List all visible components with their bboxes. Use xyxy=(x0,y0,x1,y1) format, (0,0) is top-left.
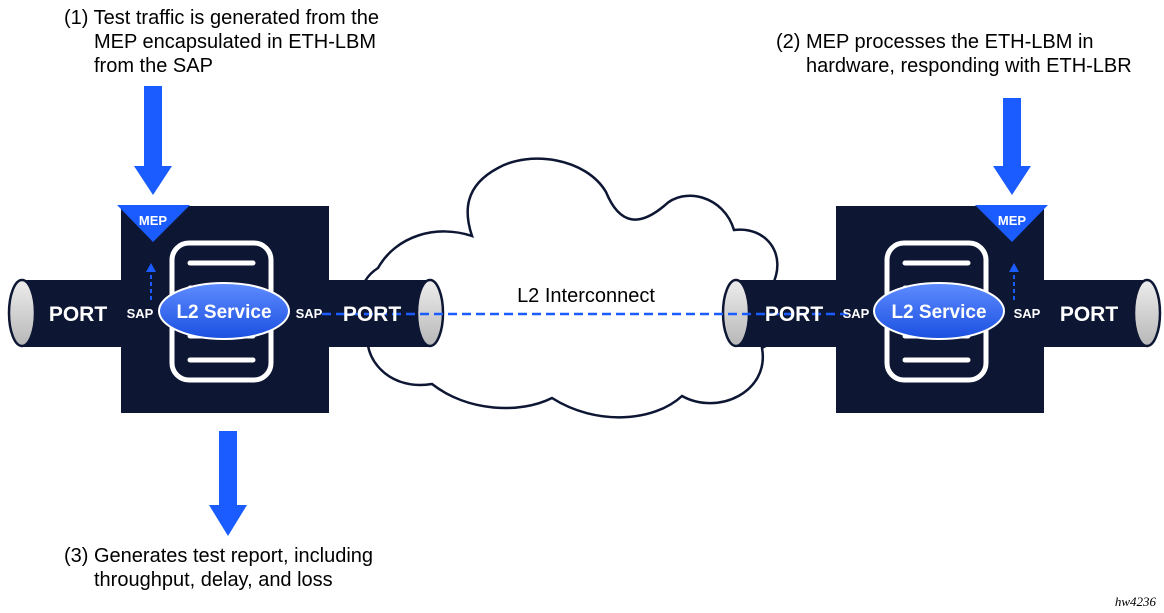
step3-line-2: throughput, delay, and loss xyxy=(94,569,333,591)
port-label-left-interconnect: PORT xyxy=(343,303,402,326)
sap-label-right-inner: SAP xyxy=(843,306,870,321)
left-mep-sap-arrow xyxy=(146,263,156,300)
sap-label-right-outer: SAP xyxy=(1014,306,1041,321)
port-label-right-interconnect: PORT xyxy=(765,303,824,326)
sap-label-left-outer: SAP xyxy=(296,306,323,321)
step3-down-arrow xyxy=(209,431,247,536)
step2-down-arrow xyxy=(993,98,1031,195)
step1-line-2: MEP encapsulated in ETH-LBM xyxy=(94,31,376,53)
sap-label-left-inner: SAP xyxy=(127,306,154,321)
port-label-left: PORT xyxy=(49,303,108,326)
port-label-right: PORT xyxy=(1060,303,1119,326)
right-mep-sap-arrow xyxy=(1009,263,1019,300)
figure-id: hw4236 xyxy=(1114,594,1156,609)
step3-caption: (3) Generates test report, including thr… xyxy=(64,544,464,592)
left-port-pipe xyxy=(7,278,121,348)
step1-down-arrow xyxy=(134,86,172,195)
step1-caption: (1) Test traffic is generated from the M… xyxy=(64,6,444,78)
left-mep-triangle xyxy=(117,205,190,242)
l2-interconnect-label: L2 Interconnect xyxy=(517,285,655,307)
right-port-pipe xyxy=(1044,278,1162,348)
step2-caption: (2) MEP processes the ETH-LBM in hardwar… xyxy=(776,30,1156,78)
step3-line-1: (3) Generates test report, including xyxy=(64,545,374,567)
mep-label-left: MEP xyxy=(139,213,168,228)
l2-service-label-left: L2 Service xyxy=(176,302,271,323)
right-l2-service-ellipse xyxy=(873,282,1005,340)
right-mep-triangle xyxy=(975,205,1048,242)
step2-line-2: hardware, responding with ETH-LBR xyxy=(806,55,1132,77)
l2-service-label-right: L2 Service xyxy=(891,302,986,323)
step1-line-3: from the SAP xyxy=(94,55,213,77)
mep-label-right: MEP xyxy=(998,213,1027,228)
step2-line-1: (2) MEP processes the ETH-LBM in xyxy=(776,31,1094,53)
left-l2-service-ellipse xyxy=(158,282,290,340)
step1-line-1: (1) Test traffic is generated from the xyxy=(64,7,379,29)
